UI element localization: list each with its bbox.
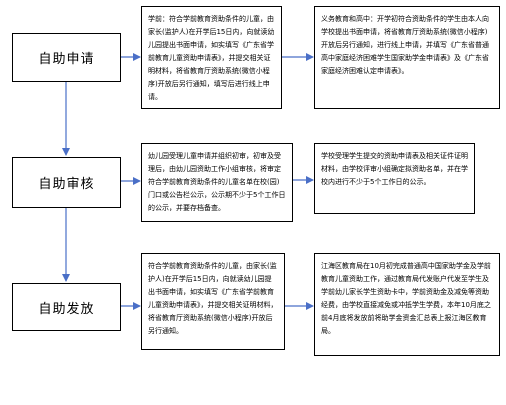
- note-preschool-review: 幼儿园受理儿童申请并组织初审，初审及受理后，由幼儿园资助工作小组审核，将审定符合…: [141, 143, 293, 222]
- stage-self-apply: 自助申请: [12, 33, 121, 82]
- stage-self-review: 自助审核: [12, 157, 121, 208]
- note-school-pay: 江海区教育局在10月初完成普通高中国家助学金及学前教育儿童资助工作，通过教育局代…: [314, 253, 500, 356]
- note-preschool-pay-text: 符合学前教育资助条件的儿童，由家长(监护人)在开学后15日内，向就读幼儿园提出书…: [148, 262, 278, 335]
- note-preschool-apply-text: 学前：符合学前教育资助条件的儿童，由家长(监护人)在开学后15日内，向就读幼儿园…: [148, 15, 275, 101]
- note-compulsory-apply-text: 义务教育和高中：开学初符合资助条件的学生由本人向学校提出书面申请，将省教育厅资助…: [321, 15, 489, 75]
- stage-self-apply-label: 自助申请: [38, 52, 95, 67]
- note-preschool-pay: 符合学前教育资助条件的儿童，由家长(监护人)在开学后15日内，向就读幼儿园提出书…: [141, 253, 285, 350]
- stage-self-review-label: 自助审核: [38, 177, 95, 192]
- note-preschool-apply: 学前：符合学前教育资助条件的儿童，由家长(监护人)在开学后15日内，向就读幼儿园…: [141, 6, 282, 109]
- note-school-pay-text: 江海区教育局在10月初完成普通高中国家助学金及学前教育儿童资助工作，通过教育局代…: [321, 262, 491, 335]
- note-preschool-review-text: 幼儿园受理儿童申请并组织初审，初审及受理后，由幼儿园资助工作小组审核，将审定符合…: [148, 152, 286, 212]
- note-compulsory-apply: 义务教育和高中：开学初符合资助条件的学生由本人向学校提出书面申请，将省教育厅资助…: [314, 6, 500, 109]
- stage-self-pay-label: 自助发放: [38, 301, 95, 317]
- note-school-review: 学校受理学生提交的资助申请表及相关证件证明材料，由学校评审小组确定拟资助名单，并…: [314, 143, 475, 214]
- note-school-review-text: 学校受理学生提交的资助申请表及相关证件证明材料，由学校评审小组确定拟资助名单，并…: [321, 152, 468, 186]
- stage-self-pay: 自助发放: [12, 283, 121, 331]
